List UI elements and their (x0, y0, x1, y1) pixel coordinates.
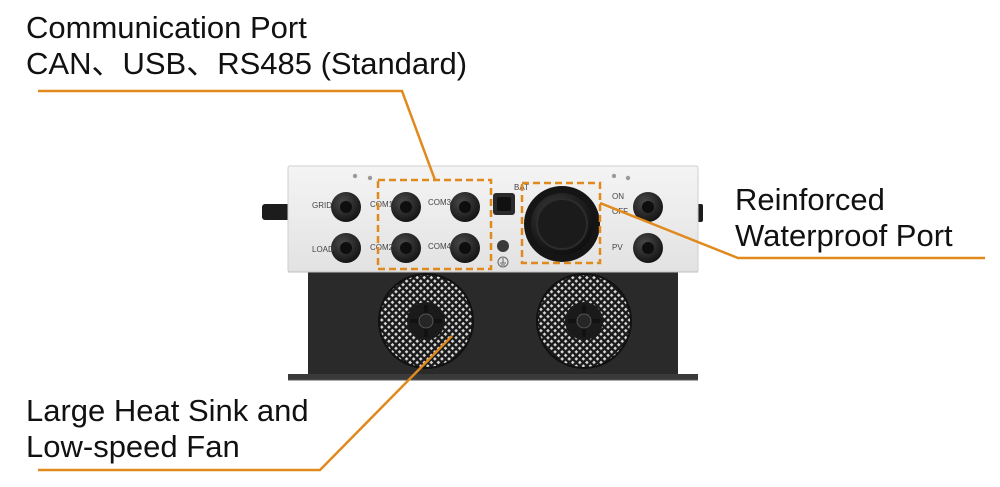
label-com1: COM1 (370, 200, 394, 209)
label-com2: COM2 (370, 243, 394, 252)
left-mount-stub (262, 204, 290, 220)
comm-port-title: Communication Port (26, 10, 307, 45)
connector-com4 (450, 233, 480, 263)
label-com3: COM3 (428, 198, 452, 207)
label-on: ON (612, 192, 624, 201)
comm-port-leader (38, 89, 437, 181)
heat-sink-subtitle: Low-speed Fan (26, 429, 240, 464)
connector-load (331, 233, 361, 263)
ground-symbol-icon (497, 240, 509, 268)
label-com4: COM4 (428, 242, 452, 251)
indicator-leds (352, 173, 631, 181)
connector-bat (493, 193, 515, 215)
label-load: LOAD (312, 245, 334, 254)
waterproof-leader (599, 201, 985, 260)
waterproof-title: Reinforced (735, 182, 885, 217)
connector-com1 (391, 192, 421, 222)
label-pv: PV (612, 243, 623, 252)
connector-grid (331, 192, 361, 222)
housing (287, 165, 699, 273)
heat-sink-callout: Large Heat Sink and Low-speed Fan (26, 393, 309, 465)
waterproof-port-highlight (520, 181, 602, 265)
waterproof-callout: Reinforced Waterproof Port (735, 182, 953, 254)
connector-on-off (633, 192, 663, 222)
label-grid: GRID (312, 201, 332, 210)
heat-sink (288, 266, 698, 381)
heat-sink-leader (38, 335, 453, 472)
connector-com3 (450, 192, 480, 222)
comm-port-callout: Communication Port CAN、USB、RS485 (Standa… (26, 10, 467, 82)
waterproof-port (524, 186, 600, 262)
connector-pv (633, 233, 663, 263)
fan-left (378, 273, 474, 369)
comm-port-subtitle: CAN、USB、RS485 (Standard) (26, 46, 468, 81)
fan-right (536, 273, 632, 369)
connector-com2 (391, 233, 421, 263)
heat-sink-title: Large Heat Sink and (26, 393, 309, 428)
waterproof-subtitle: Waterproof Port (735, 218, 953, 253)
